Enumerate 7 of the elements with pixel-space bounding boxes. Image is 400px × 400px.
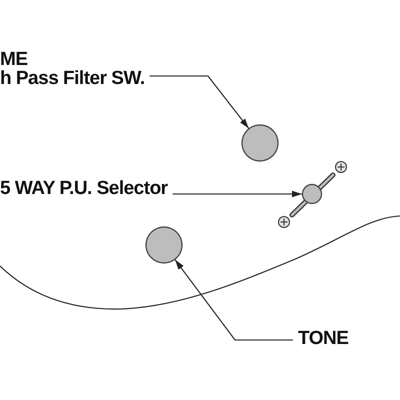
control-label: TONE xyxy=(298,329,348,348)
control-label: ME xyxy=(0,50,28,69)
leader-line xyxy=(172,190,302,198)
leader-line xyxy=(150,75,250,129)
leader-line xyxy=(174,259,293,341)
control-label: 5 WAY P.U. Selector xyxy=(0,179,168,198)
control-label: h Pass Filter SW. xyxy=(0,69,145,88)
